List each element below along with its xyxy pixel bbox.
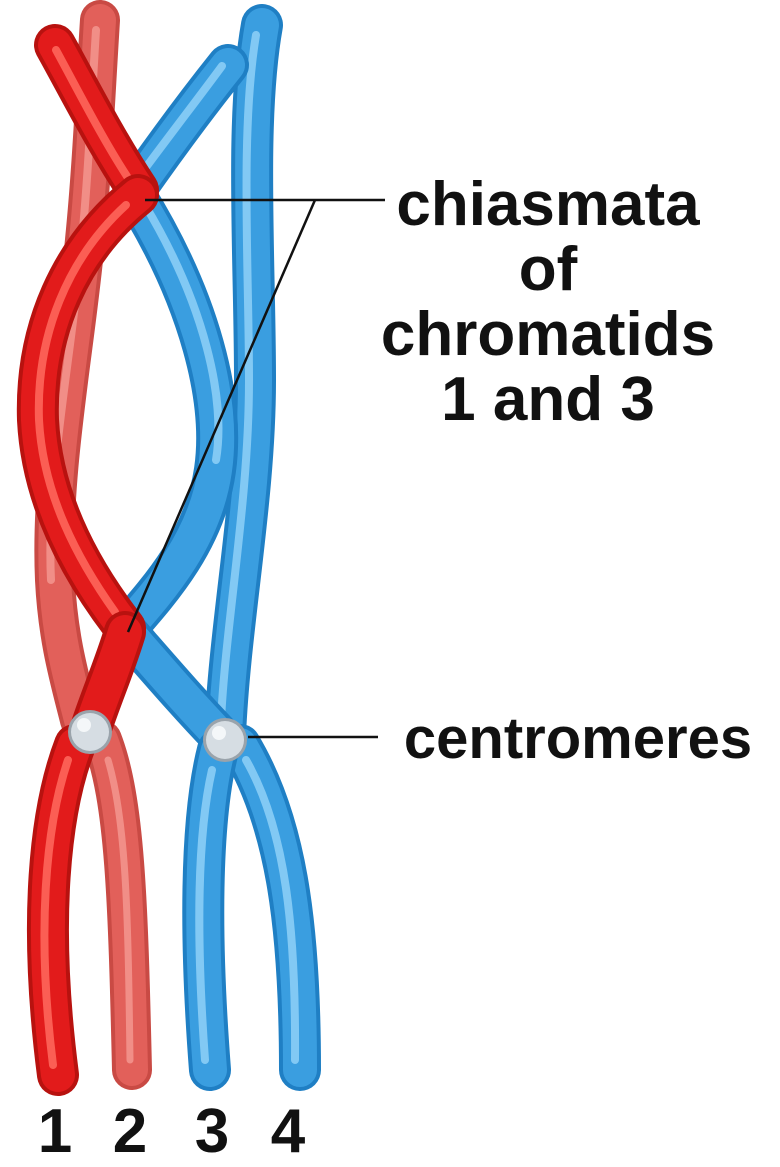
chiasmata-label-line-2: of: [519, 235, 578, 304]
chiasmata-label-line-4: 1 and 3: [441, 365, 655, 434]
chromatid-number-4: 4: [271, 1097, 306, 1166]
centromeres-label: centromeres: [404, 706, 752, 771]
centromere-right: [203, 718, 247, 762]
chromatid-number-2: 2: [113, 1097, 147, 1166]
chiasmata-label-line-3: chromatids: [381, 300, 715, 369]
chromatid-4: [221, 25, 300, 1070]
centromere-left: [68, 710, 112, 754]
chiasmata-label-line-1: chiasmata: [396, 170, 700, 239]
chromatid-number-1: 1: [38, 1097, 72, 1166]
chromatid-number-3: 3: [195, 1097, 229, 1166]
